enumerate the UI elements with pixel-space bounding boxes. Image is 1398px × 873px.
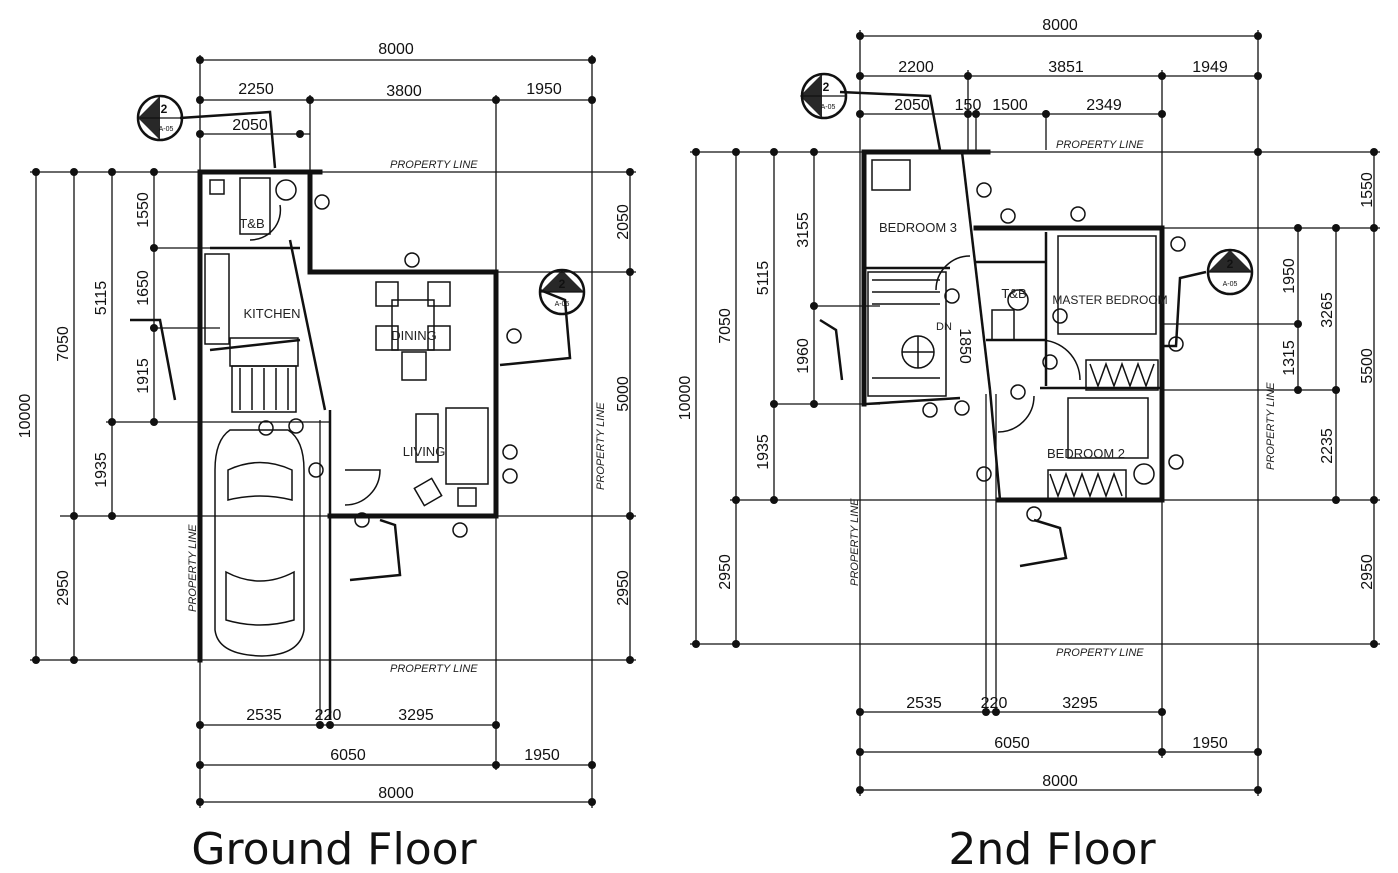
plan-caption: Ground Floor [191,824,477,873]
dim-top: 1500 [992,97,1028,114]
dim-right: 2050 [615,204,632,240]
dim-right: 5000 [615,376,632,412]
section-marker-sheet: A-05 [555,301,570,308]
room-label: MASTER BEDROOM [1052,293,1167,307]
dim-left: 1550 [135,192,152,228]
dim-bottom: 2535 [906,695,942,712]
section-marker-num: 2 [1227,257,1234,271]
dim-right: 5500 [1359,348,1376,384]
dim-top: 2349 [1086,97,1122,114]
property-line-label: PROPERTY LINE [1056,647,1144,659]
section-marker: 2 A-05 [1206,248,1254,296]
dim-top: 1950 [526,81,562,98]
dim-left: 1935 [755,434,772,470]
dim-bottom-overall: 8000 [378,785,414,802]
dim-bottom: 1950 [1192,735,1228,752]
section-marker: 2 A-05 [136,94,184,142]
dim-top: 3800 [386,83,422,100]
dim-bottom-overall: 8000 [1042,773,1078,790]
dim-left: 5115 [93,281,110,316]
dim-right: 2950 [1359,554,1376,590]
section-marker-num: 2 [161,102,168,116]
dim-bottom: 6050 [994,735,1030,752]
dim-left: 5115 [755,261,772,296]
dim-top-overall: 8000 [378,41,414,58]
section-marker-sheet: A-05 [1223,281,1238,288]
stair-label: DN [936,321,952,333]
room-label: LIVING [403,444,446,459]
room-label: T&B [239,216,264,231]
section-marker-num: 2 [823,80,830,94]
dim-stair: 1850 [956,328,973,364]
dim-top: 2050 [232,117,268,134]
dim-left: 7050 [717,308,734,344]
dim-right: 2235 [1319,428,1336,464]
dim-top: 2050 [894,97,930,114]
dim-top: 3851 [1048,59,1084,76]
property-line-label: PROPERTY LINE [1056,139,1144,151]
property-line-label: PROPERTY LINE [1265,382,1277,470]
section-marker-sheet: A-05 [821,104,836,111]
room-label: BEDROOM 3 [879,220,957,235]
room-label: T&B [1001,286,1026,301]
section-marker: 2 A-05 [800,72,848,120]
dim-left: 1650 [135,270,152,306]
ground-floor-plan: 2 A-05 2 A-05 8000 2250 3800 1950 2050 2… [17,41,636,873]
section-marker-num: 2 [559,277,566,291]
dim-left-overall: 10000 [17,394,34,439]
second-floor-plan: 2 A-05 2 A-05 8000 2200 3851 1949 2050 1… [677,17,1380,873]
room-label: DINING [391,328,437,343]
dim-top-overall: 8000 [1042,17,1078,34]
dim-bottom: 220 [315,707,342,724]
dim-left: 1960 [795,338,812,374]
section-marker-sheet: A-05 [159,126,174,133]
dim-top: 150 [955,97,982,114]
property-line-label: PROPERTY LINE [595,402,607,490]
dim-bottom: 3295 [398,707,434,724]
property-line-label: PROPERTY LINE [390,159,478,171]
dim-right: 1550 [1359,172,1376,208]
dim-right: 1950 [1281,258,1298,294]
dim-bottom: 1950 [524,747,560,764]
room-label: KITCHEN [243,306,300,321]
property-line-label: PROPERTY LINE [187,524,199,612]
dim-top: 2250 [238,81,274,98]
dim-left: 2950 [55,570,72,606]
property-line-label: PROPERTY LINE [390,663,478,675]
dim-left-overall: 10000 [677,376,694,421]
dim-bottom: 6050 [330,747,366,764]
property-line-label: PROPERTY LINE [849,498,861,586]
section-marker: 2 A-05 [538,268,586,316]
dim-left: 2950 [717,554,734,590]
dim-right: 3265 [1319,292,1336,328]
dim-left: 1915 [135,358,152,394]
plan-caption: 2nd Floor [948,824,1156,873]
dim-left: 7050 [55,326,72,362]
dim-bottom: 2535 [246,707,282,724]
dim-right: 1315 [1281,340,1298,376]
dim-bottom: 220 [981,695,1008,712]
dim-left: 1935 [93,452,110,488]
dim-right: 2950 [615,570,632,606]
dim-left: 3155 [795,212,812,248]
room-label: BEDROOM 2 [1047,446,1125,461]
dim-top: 1949 [1192,59,1228,76]
dim-top: 2200 [898,59,934,76]
dim-bottom: 3295 [1062,695,1098,712]
